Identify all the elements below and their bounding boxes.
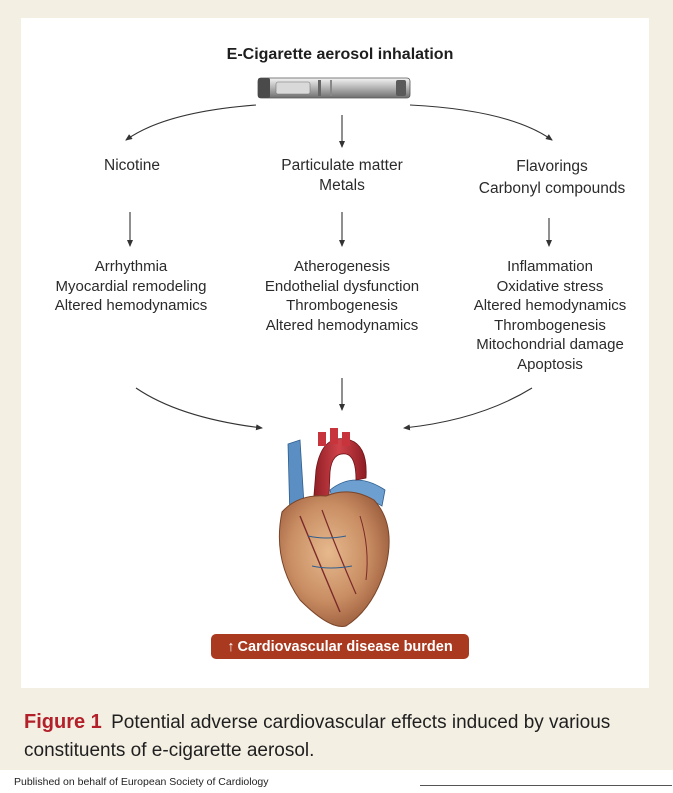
column-header-particulate: Particulate matter Metals xyxy=(252,156,432,195)
header-line: Particulate matter xyxy=(281,157,403,174)
heart-illustration xyxy=(278,428,390,627)
effect-item: Oxidative stress xyxy=(496,277,604,295)
effect-item: Myocardial remodeling xyxy=(55,277,207,295)
outcome-badge: ↑ Cardiovascular disease burden xyxy=(211,634,469,659)
caption-text: Potential adverse cardiovascular effects… xyxy=(24,712,611,761)
effects-list-flavorings: Inflammation Oxidative stress Altered he… xyxy=(456,257,644,374)
header-line: Nicotine xyxy=(104,157,160,174)
caption-label: Figure 1 xyxy=(24,711,102,733)
effects-list-particulate: Atherogenesis Endothelial dysfunction Th… xyxy=(242,257,442,335)
effect-item: Thrombogenesis xyxy=(494,316,606,334)
middle-arrows xyxy=(127,212,552,247)
footer-divider xyxy=(420,785,672,786)
effect-item: Inflammation xyxy=(507,258,593,275)
column-header-flavorings: Flavorings Carbonyl compounds xyxy=(462,156,642,200)
column-header-nicotine: Nicotine xyxy=(52,156,212,176)
header-line: Carbonyl compounds xyxy=(478,180,626,197)
up-arrow-icon: ↑ xyxy=(227,638,235,655)
effects-list-nicotine: Arrhythmia Myocardial remodeling Altered… xyxy=(36,257,226,316)
effect-item: Altered hemodynamics xyxy=(265,316,419,334)
header-line: Metals xyxy=(319,176,365,194)
effect-item: Mitochondrial damage xyxy=(476,336,624,353)
publisher-note: Published on behalf of European Society … xyxy=(14,776,269,788)
effect-item: Altered hemodynamics xyxy=(473,297,627,314)
effect-item: Apoptosis xyxy=(517,355,583,373)
effect-item: Atherogenesis xyxy=(294,258,390,275)
effect-item: Altered hemodynamics xyxy=(54,297,208,314)
effect-item: Arrhythmia xyxy=(94,258,168,275)
top-arrows xyxy=(125,104,553,148)
figure-caption: Figure 1 Potential adverse cardiovascula… xyxy=(24,708,664,765)
header-line: Flavorings xyxy=(516,158,588,175)
converging-arrows xyxy=(135,378,533,431)
outcome-text: Cardiovascular disease burden xyxy=(237,638,453,655)
diagram-title: E-Cigarette aerosol inhalation xyxy=(226,46,454,63)
effect-item: Endothelial dysfunction xyxy=(264,277,420,295)
effect-item: Thrombogenesis xyxy=(286,297,398,314)
e-cigarette-icon xyxy=(257,77,411,99)
